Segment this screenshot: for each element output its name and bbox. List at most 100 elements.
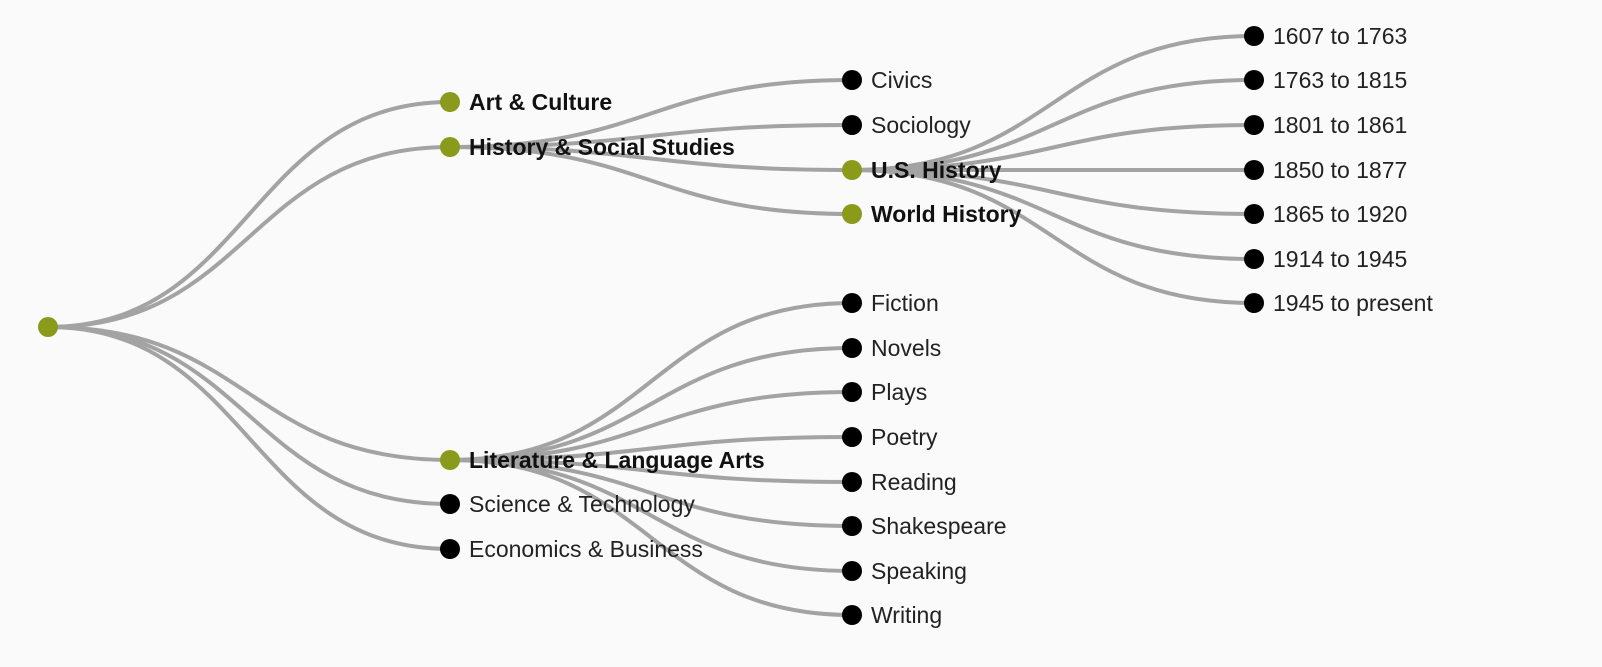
node-dot-civics[interactable] bbox=[842, 70, 862, 90]
node-dot-1801-to-1861[interactable] bbox=[1244, 115, 1264, 135]
node-dot-root[interactable] bbox=[38, 317, 58, 337]
link-to-1865-to-1920 bbox=[851, 168, 1255, 216]
node-dot-science-and-technology[interactable] bbox=[440, 494, 460, 514]
node-label-science-and-technology[interactable]: Science & Technology bbox=[469, 491, 695, 517]
tree-node-1945-to-present[interactable]: 1945 to present bbox=[1244, 290, 1433, 316]
node-dot-1850-to-1877[interactable] bbox=[1244, 160, 1264, 180]
node-label-history-and-social-studies[interactable]: History & Social Studies bbox=[469, 134, 735, 160]
link-to-writing bbox=[449, 458, 853, 617]
link-to-economics-and-business bbox=[47, 325, 451, 551]
node-label-plays[interactable]: Plays bbox=[871, 379, 927, 405]
link-to-speaking bbox=[449, 458, 853, 573]
tree-node-1763-to-1815[interactable]: 1763 to 1815 bbox=[1244, 67, 1407, 93]
link-to-1945-to-present bbox=[851, 168, 1255, 305]
node-label-1801-to-1861[interactable]: 1801 to 1861 bbox=[1273, 112, 1407, 138]
link-to-u-s-history bbox=[449, 145, 853, 172]
node-label-poetry[interactable]: Poetry bbox=[871, 424, 938, 450]
link-to-literature-and-language-arts bbox=[47, 325, 451, 462]
node-label-civics[interactable]: Civics bbox=[871, 67, 932, 93]
node-label-1763-to-1815[interactable]: 1763 to 1815 bbox=[1273, 67, 1407, 93]
node-dot-1914-to-1945[interactable] bbox=[1244, 249, 1264, 269]
tree-node-history-and-social-studies[interactable]: History & Social Studies bbox=[440, 134, 735, 160]
node-dot-economics-and-business[interactable] bbox=[440, 539, 460, 559]
link-to-1763-to-1815 bbox=[851, 78, 1255, 172]
node-dot-plays[interactable] bbox=[842, 382, 862, 402]
tree-node-u-s-history[interactable]: U.S. History bbox=[842, 157, 1002, 183]
link-to-history-and-social-studies bbox=[47, 145, 451, 329]
node-dot-1865-to-1920[interactable] bbox=[1244, 204, 1264, 224]
link-to-sociology bbox=[449, 123, 853, 149]
node-label-writing[interactable]: Writing bbox=[871, 602, 942, 628]
tree-node-plays[interactable]: Plays bbox=[842, 379, 927, 405]
link-to-shakespeare bbox=[449, 458, 853, 528]
node-label-u-s-history[interactable]: U.S. History bbox=[871, 157, 1002, 183]
node-dot-novels[interactable] bbox=[842, 338, 862, 358]
link-to-reading bbox=[449, 458, 853, 484]
node-label-1850-to-1877[interactable]: 1850 to 1877 bbox=[1273, 157, 1407, 183]
tree-node-1850-to-1877[interactable]: 1850 to 1877 bbox=[1244, 157, 1407, 183]
link-to-1914-to-1945 bbox=[851, 168, 1255, 261]
tree-node-world-history[interactable]: World History bbox=[842, 201, 1022, 227]
node-label-1914-to-1945[interactable]: 1914 to 1945 bbox=[1273, 246, 1407, 272]
tree-node-writing[interactable]: Writing bbox=[842, 602, 942, 628]
node-label-speaking[interactable]: Speaking bbox=[871, 558, 967, 584]
node-dot-world-history[interactable] bbox=[842, 204, 862, 224]
node-dot-poetry[interactable] bbox=[842, 427, 862, 447]
node-label-1865-to-1920[interactable]: 1865 to 1920 bbox=[1273, 201, 1407, 227]
tree-node-science-and-technology[interactable]: Science & Technology bbox=[440, 491, 695, 517]
tree-node-reading[interactable]: Reading bbox=[842, 469, 957, 495]
link-to-fiction bbox=[449, 301, 853, 462]
node-dot-literature-and-language-arts[interactable] bbox=[440, 450, 460, 470]
link-to-novels bbox=[449, 346, 853, 462]
node-label-art-and-culture[interactable]: Art & Culture bbox=[469, 89, 612, 115]
tree-node-1607-to-1763[interactable]: 1607 to 1763 bbox=[1244, 23, 1407, 49]
node-dot-writing[interactable] bbox=[842, 605, 862, 625]
link-to-world-history bbox=[449, 145, 853, 216]
node-dot-1945-to-present[interactable] bbox=[1244, 293, 1264, 313]
node-label-world-history[interactable]: World History bbox=[871, 201, 1022, 227]
tree-node-poetry[interactable]: Poetry bbox=[842, 424, 938, 450]
tree-node-art-and-culture[interactable]: Art & Culture bbox=[440, 89, 612, 115]
tree-node-civics[interactable]: Civics bbox=[842, 67, 932, 93]
link-to-poetry bbox=[449, 435, 853, 462]
tree-node-1865-to-1920[interactable]: 1865 to 1920 bbox=[1244, 201, 1407, 227]
node-label-1607-to-1763[interactable]: 1607 to 1763 bbox=[1273, 23, 1407, 49]
link-to-plays bbox=[449, 390, 853, 462]
node-label-reading[interactable]: Reading bbox=[871, 469, 957, 495]
node-dot-1607-to-1763[interactable] bbox=[1244, 26, 1264, 46]
node-dot-speaking[interactable] bbox=[842, 561, 862, 581]
link-to-1607-to-1763 bbox=[851, 34, 1255, 172]
tree-node-sociology[interactable]: Sociology bbox=[842, 112, 971, 138]
tree-node-novels[interactable]: Novels bbox=[842, 335, 941, 361]
link-to-art-and-culture bbox=[47, 100, 451, 329]
node-dot-1763-to-1815[interactable] bbox=[1244, 70, 1264, 90]
node-label-sociology[interactable]: Sociology bbox=[871, 112, 971, 138]
tree-node-1801-to-1861[interactable]: 1801 to 1861 bbox=[1244, 112, 1407, 138]
node-dot-u-s-history[interactable] bbox=[842, 160, 862, 180]
tree-node-fiction[interactable]: Fiction bbox=[842, 290, 939, 316]
tree-node-literature-and-language-arts[interactable]: Literature & Language Arts bbox=[440, 447, 765, 473]
node-label-economics-and-business[interactable]: Economics & Business bbox=[469, 536, 703, 562]
node-dot-art-and-culture[interactable] bbox=[440, 92, 460, 112]
node-label-novels[interactable]: Novels bbox=[871, 335, 941, 361]
node-label-literature-and-language-arts[interactable]: Literature & Language Arts bbox=[469, 447, 765, 473]
node-label-fiction[interactable]: Fiction bbox=[871, 290, 939, 316]
node-dot-sociology[interactable] bbox=[842, 115, 862, 135]
tree-links bbox=[47, 34, 1255, 617]
node-label-1945-to-present[interactable]: 1945 to present bbox=[1273, 290, 1433, 316]
node-dot-history-and-social-studies[interactable] bbox=[440, 137, 460, 157]
node-dot-shakespeare[interactable] bbox=[842, 516, 862, 536]
node-label-shakespeare[interactable]: Shakespeare bbox=[871, 513, 1007, 539]
tree-node-shakespeare[interactable]: Shakespeare bbox=[842, 513, 1007, 539]
link-to-1801-to-1861 bbox=[851, 123, 1255, 172]
tree-node-1914-to-1945[interactable]: 1914 to 1945 bbox=[1244, 246, 1407, 272]
tree-node-speaking[interactable]: Speaking bbox=[842, 558, 967, 584]
link-to-civics bbox=[449, 78, 853, 149]
node-dot-fiction[interactable] bbox=[842, 293, 862, 313]
node-dot-reading[interactable] bbox=[842, 472, 862, 492]
tree-node-root[interactable] bbox=[38, 317, 58, 337]
tree-node-economics-and-business[interactable]: Economics & Business bbox=[440, 536, 703, 562]
